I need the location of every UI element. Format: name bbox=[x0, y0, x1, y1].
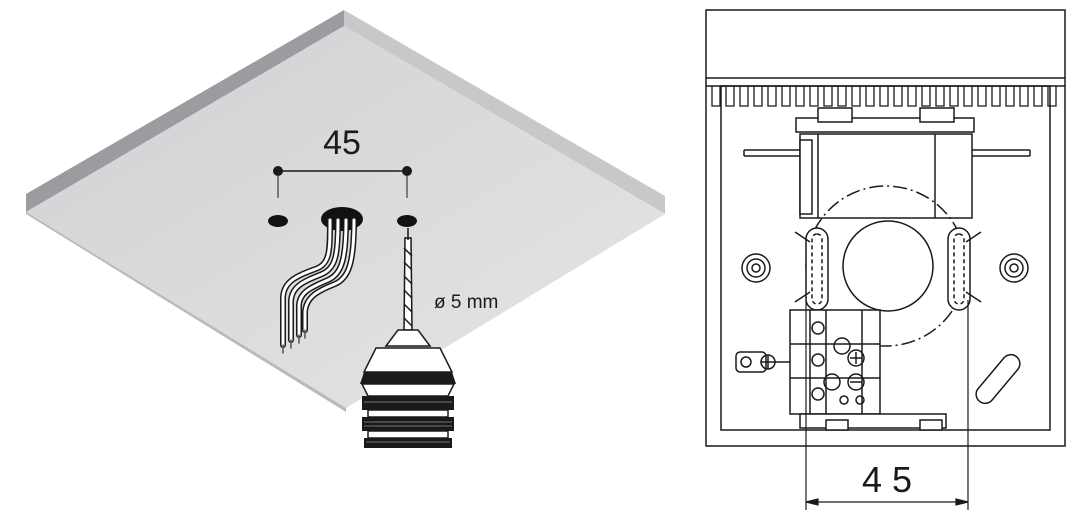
earth-terminal bbox=[735, 351, 790, 373]
drill-chuck bbox=[360, 329, 456, 448]
ventilation-comb bbox=[711, 86, 1057, 107]
relay-module bbox=[799, 133, 973, 219]
screw-boss-left bbox=[741, 253, 771, 283]
mounting-slot-right bbox=[947, 227, 971, 311]
screw-boss-right bbox=[999, 253, 1029, 283]
ceiling-slab-left-edge bbox=[26, 10, 344, 212]
device-base-drawing bbox=[705, 9, 1066, 447]
mounting-hole-right bbox=[397, 215, 417, 227]
cable-bundle bbox=[280, 217, 357, 354]
diagonal-slot bbox=[975, 353, 1021, 405]
terminal-block bbox=[789, 309, 947, 431]
right-dimension-label: 4 5 bbox=[862, 459, 912, 500]
mounting-slot-left bbox=[805, 227, 829, 311]
ceiling-slab-right-edge bbox=[344, 10, 665, 214]
central-cable-opening bbox=[842, 220, 934, 312]
mounting-hole-left bbox=[268, 215, 288, 227]
inner-base-outline bbox=[720, 85, 1051, 431]
right-dimension: 4 5 bbox=[805, 300, 969, 510]
left-dimension: 45 bbox=[273, 124, 412, 198]
left-dimension-label: 45 bbox=[323, 124, 361, 162]
ceiling-slab-front-edge bbox=[26, 212, 346, 412]
drill-bit-size-label: ø 5 mm bbox=[434, 292, 498, 313]
